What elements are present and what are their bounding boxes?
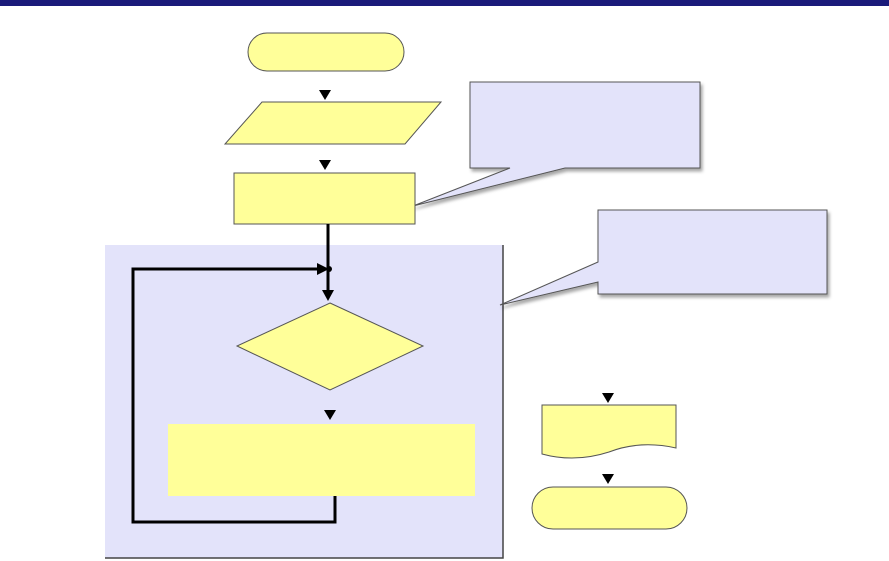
init-callout[interactable] <box>412 81 701 207</box>
loop-back-line <box>131 267 337 524</box>
header-bar <box>0 0 889 6</box>
arrowhead <box>317 263 329 275</box>
arrowhead <box>602 474 614 484</box>
arrowhead <box>324 410 336 420</box>
condition-diamond[interactable] <box>235 302 425 391</box>
arrowhead <box>319 90 331 100</box>
input-parallelogram[interactable] <box>223 101 443 145</box>
loop-callout[interactable] <box>499 209 828 306</box>
arrowhead <box>322 290 334 301</box>
end-terminator[interactable] <box>531 486 688 530</box>
output-document[interactable] <box>541 404 677 459</box>
loop-body-box[interactable] <box>168 424 475 496</box>
start-terminator[interactable] <box>247 32 405 72</box>
loop-region <box>105 245 504 559</box>
init-process-box[interactable] <box>233 172 416 225</box>
arrowhead <box>319 160 331 170</box>
junction-dot <box>326 266 332 272</box>
arrowhead <box>602 393 614 403</box>
